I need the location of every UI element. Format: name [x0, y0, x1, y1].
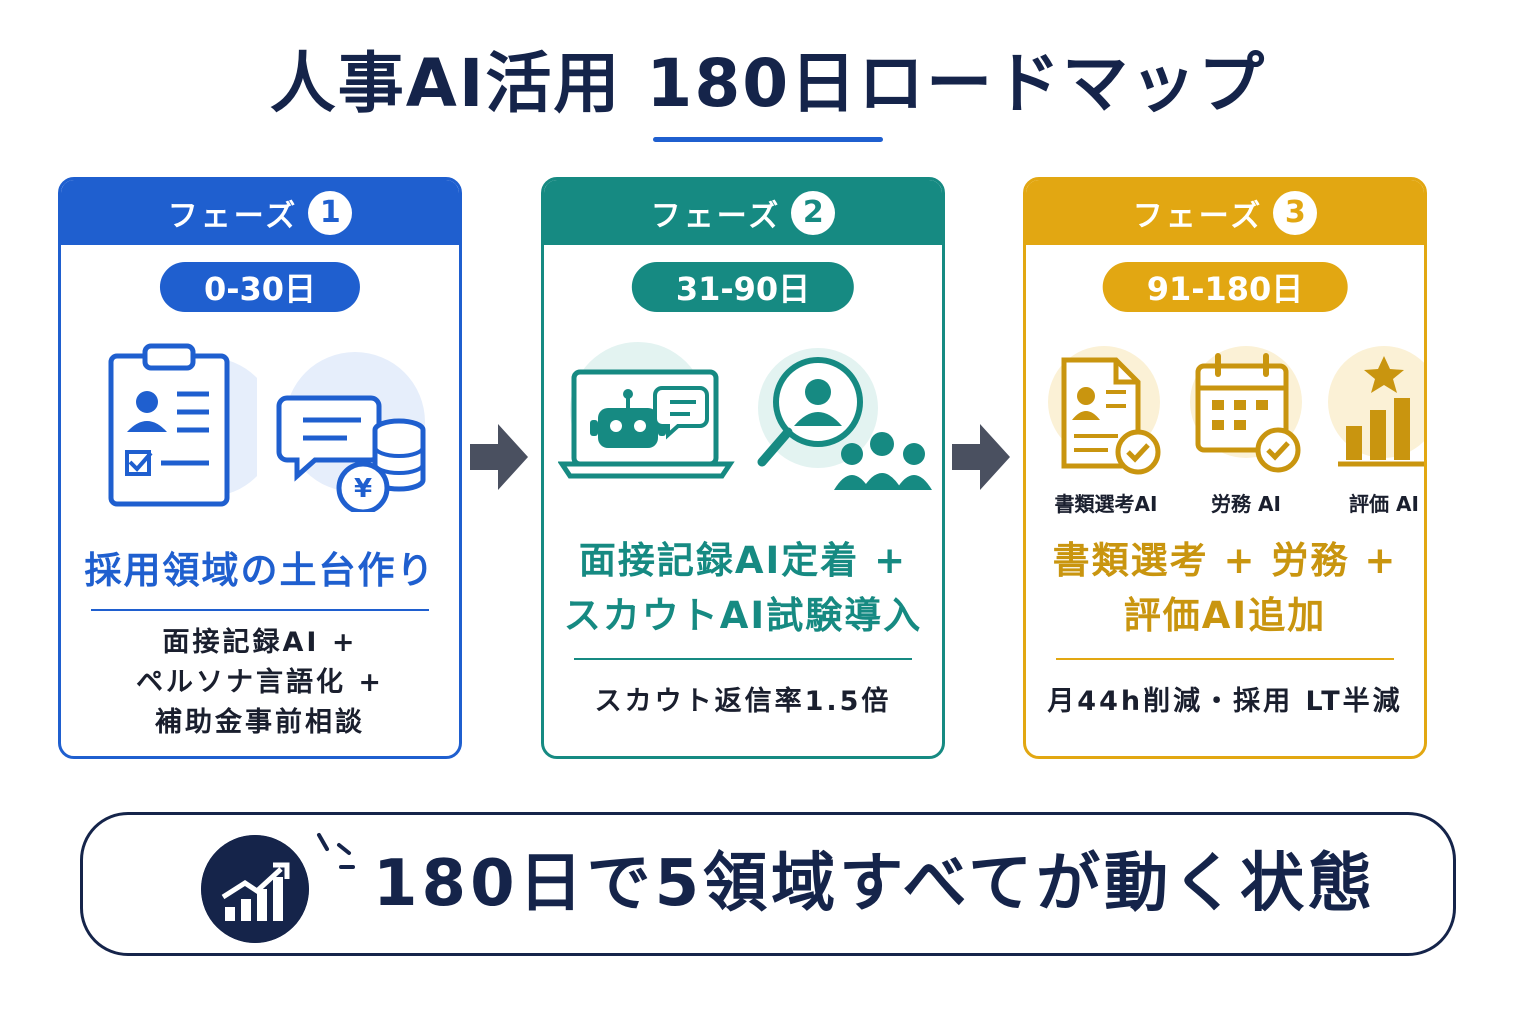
icon-label-evaluation: 評価 AI [1349, 492, 1419, 516]
phase-1-detail: ペルソナ言語化 + [135, 667, 385, 698]
summary-banner: 180日で5領域すべてが動く状態 [80, 812, 1456, 956]
phase-1-header: フェーズ 1 [61, 180, 459, 245]
phase-3-header: フェーズ 3 [1026, 180, 1424, 245]
burst-lines-icon [317, 833, 355, 869]
phase-1-heading: 採用領域の土台作り [84, 549, 436, 592]
phase-2-heading-line: スカウトAI試験導入 [563, 594, 923, 637]
phase-1-label: フェーズ [167, 198, 299, 234]
phase-1-period: 0-30日 [159, 262, 361, 312]
phase-2-icons [544, 340, 942, 530]
phase-3-icons: 書類選考AI 労務 AI 評価 AI [1026, 340, 1424, 530]
phase-1-detail: 補助金事前相談 [155, 707, 365, 738]
growth-chart-icon [201, 835, 309, 943]
phase-1-icons: ¥ [61, 340, 459, 530]
title-underline [653, 137, 883, 142]
phase-2-card: フェーズ 2 31-90日 [541, 177, 945, 759]
icon-label-labor: 労務 AI [1211, 492, 1281, 516]
phase-2-number: 2 [791, 190, 836, 235]
phase-2-header: フェーズ 2 [544, 180, 942, 245]
icon-label-screening: 書類選考AI [1054, 492, 1158, 516]
phase-3-period: 91-180日 [1102, 262, 1348, 312]
clipboard-icon [108, 343, 257, 507]
summary-text: 180日で5領域すべてが動く状態 [373, 847, 1377, 921]
document-check-icon [1048, 346, 1161, 475]
phase-3-heading-line: 書類選考 + 労務 + [1052, 539, 1398, 582]
search-people-icon [757, 348, 932, 490]
phase-1-divider [91, 609, 429, 611]
arrow-right-icon [952, 424, 1010, 490]
phase-2-period: 31-90日 [631, 262, 855, 312]
phase-3-number: 3 [1273, 190, 1318, 235]
phase-3-heading-line: 評価AI追加 [1123, 594, 1327, 637]
calendar-check-icon [1190, 346, 1302, 473]
phase-1-card: フェーズ 1 0-30日 ¥ 採用領域の土台作り [58, 177, 462, 759]
svg-text:¥: ¥ [354, 474, 372, 504]
phase-3-details: 月44h削減・採用 LT半減 [1036, 682, 1414, 722]
phase-3-detail: 月44h削減・採用 LT半減 [1047, 686, 1403, 717]
phase-3-card: フェーズ 3 91-180日 書類選考AI [1023, 177, 1427, 759]
page-title: 人事AI活用 180日ロードマップ [269, 45, 1267, 122]
phase-2-heading: 面接記録AI定着 + スカウトAI試験導入 [554, 533, 932, 643]
laptop-robot-icon [558, 342, 735, 479]
phase-3-label: フェーズ [1132, 198, 1264, 234]
phase-1-number: 1 [308, 190, 353, 235]
bar-chart-star-icon [1328, 346, 1424, 467]
chat-yen-icon: ¥ [276, 352, 426, 512]
phase-2-label: フェーズ [650, 198, 782, 234]
phase-2-details: スカウト返信率1.5倍 [554, 682, 932, 722]
phase-3-divider [1056, 658, 1394, 660]
phase-1-detail: 面接記録AI + [162, 627, 358, 658]
phase-2-detail: スカウト返信率1.5倍 [594, 686, 892, 717]
phase-3-heading: 書類選考 + 労務 + 評価AI追加 [1036, 533, 1414, 643]
arrow-right-icon [470, 424, 528, 490]
phase-2-divider [574, 658, 912, 660]
phase-2-heading-line: 面接記録AI定着 + [578, 539, 908, 582]
phase-1-details: 面接記録AI + ペルソナ言語化 + 補助金事前相談 [71, 623, 449, 743]
